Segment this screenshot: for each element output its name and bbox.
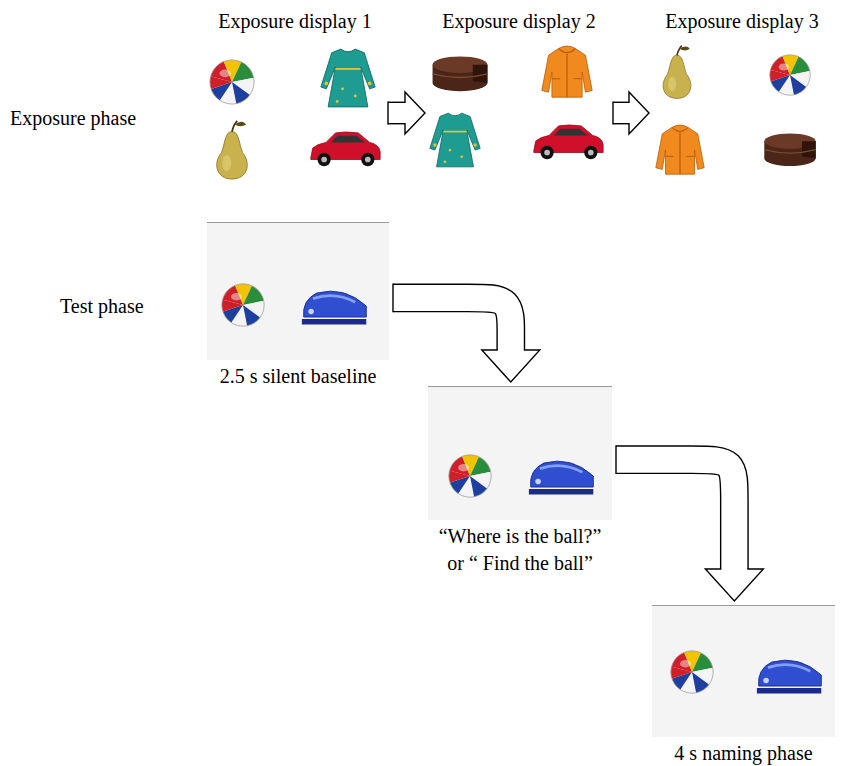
display-heading: Exposure display 1 bbox=[205, 5, 385, 33]
arrow-shaft-outline bbox=[616, 460, 734, 569]
arrow-shaft-outline bbox=[613, 102, 629, 125]
ball-picture bbox=[442, 448, 497, 503]
exposure-display: Exposure display 1 bbox=[205, 5, 385, 185]
arrow-head bbox=[629, 92, 649, 134]
panel-caption: 2.5 s silent baseline bbox=[207, 363, 389, 390]
block-arrow bbox=[613, 92, 649, 134]
arrow-head bbox=[482, 350, 540, 382]
panel-caption: 4 s naming phase bbox=[652, 740, 835, 766]
dress-picture bbox=[321, 49, 375, 107]
arrow-head bbox=[405, 92, 425, 134]
ball-picture bbox=[215, 277, 270, 332]
display-heading: Exposure display 3 bbox=[652, 5, 832, 33]
test-panel: 2.5 s silent baseline bbox=[207, 222, 389, 360]
arrow-shaft-outline bbox=[393, 298, 511, 350]
stapler-picture bbox=[757, 660, 821, 693]
dress-picture bbox=[430, 113, 480, 167]
arrow-shaft bbox=[388, 103, 405, 123]
test-panel: 4 s naming phase bbox=[652, 605, 835, 737]
block-arrow bbox=[393, 284, 540, 383]
arrow-head-outline bbox=[405, 92, 425, 134]
phase-label: Exposure phase bbox=[10, 106, 136, 130]
display-heading: Exposure display 2 bbox=[428, 5, 610, 33]
arrow-tail bbox=[612, 102, 613, 125]
exposure-display: Exposure display 3 bbox=[652, 5, 832, 185]
pear-picture bbox=[217, 121, 248, 179]
coat-picture bbox=[542, 46, 592, 97]
arrow-head bbox=[705, 569, 763, 601]
exposure-display: Exposure display 2 bbox=[428, 5, 610, 185]
arrow-shaft bbox=[613, 103, 629, 123]
test-panel: “Where is the ball?” or “ Find the ball” bbox=[428, 386, 612, 520]
arrow-tail bbox=[392, 284, 393, 313]
panel-ground bbox=[428, 386, 612, 520]
panel-caption: “Where is the ball?” or “ Find the ball” bbox=[432, 523, 608, 577]
ball-picture bbox=[664, 644, 719, 699]
arrow-shaft bbox=[393, 298, 511, 350]
block-arrow bbox=[388, 92, 425, 134]
arrow-head-outline bbox=[705, 569, 763, 601]
cake-picture bbox=[764, 133, 815, 166]
panel-ground bbox=[207, 222, 389, 360]
ball-picture bbox=[764, 49, 817, 102]
car-picture bbox=[534, 125, 603, 159]
arrow-shaft-outline bbox=[388, 102, 405, 125]
stapler-picture bbox=[302, 291, 366, 324]
arrow-tail bbox=[615, 445, 616, 474]
panel-ground bbox=[652, 605, 835, 737]
pear-picture bbox=[663, 46, 691, 99]
cake-picture bbox=[433, 56, 488, 91]
arrow-shaft bbox=[616, 460, 734, 569]
arrow-head-outline bbox=[629, 92, 649, 134]
phase-label: Test phase bbox=[60, 294, 144, 318]
stapler-picture bbox=[529, 461, 593, 494]
block-arrow bbox=[616, 445, 763, 601]
ball-picture bbox=[203, 53, 261, 111]
coat-picture bbox=[656, 125, 704, 174]
car-picture bbox=[311, 132, 380, 166]
arrow-head-outline bbox=[482, 350, 540, 382]
arrow-tail bbox=[387, 102, 388, 125]
